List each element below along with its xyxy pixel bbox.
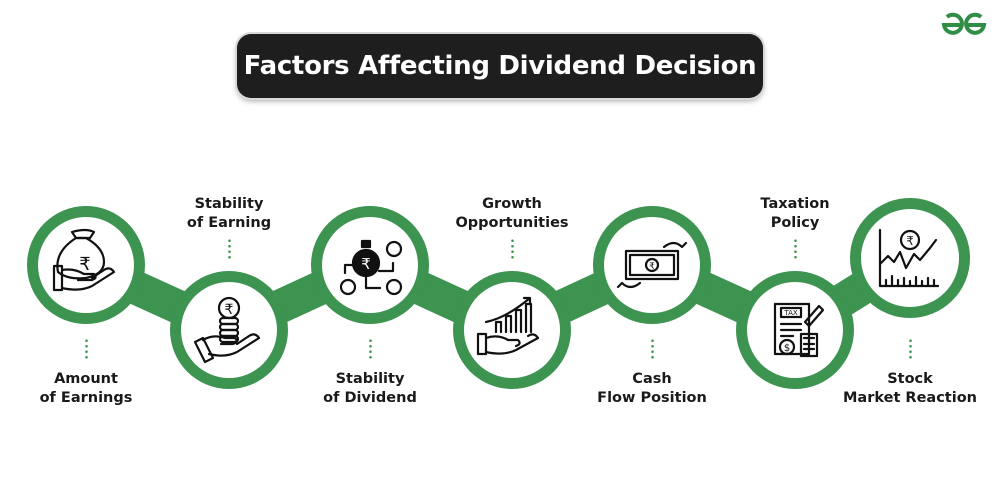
svg-text:₹: ₹ <box>79 254 90 275</box>
factor-label: Stability of Earning <box>139 195 319 233</box>
cash-flow-icon: ₹ <box>616 241 688 289</box>
dotted-connector <box>369 338 372 360</box>
svg-text:₹: ₹ <box>361 255 371 273</box>
factor-label: Stability of Dividend <box>280 370 460 408</box>
page-title: Factors Affecting Dividend Decision <box>243 51 757 81</box>
factor-label-line: Taxation <box>760 196 830 212</box>
money-bag-hand-icon: ₹ <box>52 228 116 292</box>
factor-label-line: Amount <box>54 371 118 387</box>
dotted-connector <box>228 238 231 260</box>
tax-document-icon: TAX $ <box>773 302 825 358</box>
stock-chart-icon: ₹ <box>878 228 940 288</box>
factor-label-line: Stock <box>887 371 933 387</box>
factor-label-line: Flow Position <box>597 390 707 406</box>
factor-label-line: Stability <box>335 371 405 387</box>
svg-text:TAX: TAX <box>783 309 798 317</box>
factor-label-line: of Dividend <box>323 390 417 406</box>
factor-label-line: Opportunities <box>455 215 569 231</box>
dotted-connector <box>85 338 88 360</box>
money-distribution-icon: ₹ <box>339 239 403 296</box>
growth-chart-hand-icon <box>476 296 540 356</box>
dotted-connector <box>794 238 797 260</box>
gfg-logo-icon <box>941 12 987 35</box>
svg-text:₹: ₹ <box>906 234 914 248</box>
factor-label-line: of Earnings <box>39 390 133 406</box>
factor-label: Amount of Earnings <box>0 370 176 408</box>
dotted-connector <box>511 238 514 260</box>
factor-label-line: Growth <box>482 196 542 212</box>
dotted-connector <box>651 338 654 360</box>
factor-label-line: Policy <box>770 215 820 231</box>
factor-label-line: Market Reaction <box>843 390 977 406</box>
factor-label-line: Stability <box>194 196 264 212</box>
factor-circle <box>604 217 700 313</box>
factor-label-line: of Earning <box>186 215 272 231</box>
svg-text:$: $ <box>784 343 790 354</box>
dotted-connector <box>909 338 912 360</box>
factor-label-line: Cash <box>632 371 672 387</box>
title-banner: Factors Affecting Dividend Decision <box>237 34 763 98</box>
svg-text:₹: ₹ <box>225 302 234 318</box>
svg-text:₹: ₹ <box>649 262 655 272</box>
coins-hand-icon: ₹ <box>193 296 261 364</box>
